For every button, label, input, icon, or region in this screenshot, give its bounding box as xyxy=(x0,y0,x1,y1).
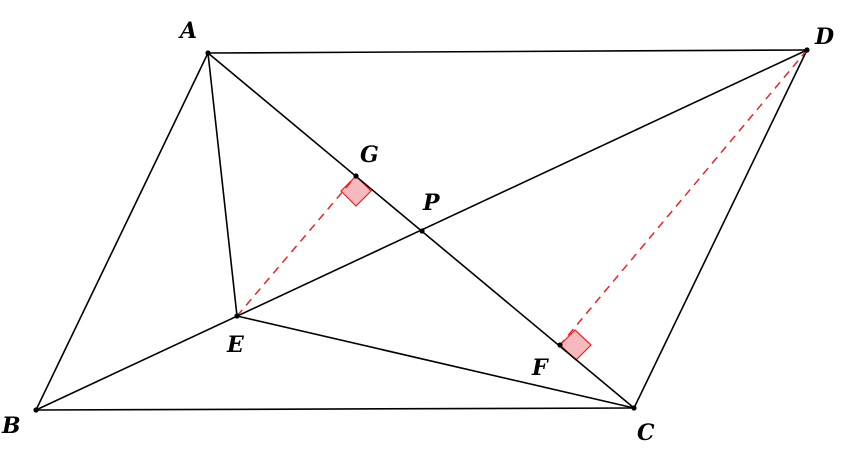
point-c xyxy=(631,405,637,411)
label-e: E xyxy=(226,332,245,358)
label-c: C xyxy=(637,420,655,446)
segment-ab xyxy=(35,52,209,411)
label-b: B xyxy=(1,413,21,439)
point-b xyxy=(33,407,39,413)
segment-ec xyxy=(236,315,635,409)
label-a: A xyxy=(178,18,197,44)
label-g: G xyxy=(360,142,379,168)
point-e xyxy=(234,313,240,319)
perpendicular-df xyxy=(559,49,808,346)
segment-ad xyxy=(207,49,808,54)
label-d: D xyxy=(814,24,834,50)
right-angle-marker-g xyxy=(340,175,372,207)
point-p xyxy=(419,228,425,234)
segment-bc xyxy=(35,407,635,411)
point-d xyxy=(804,47,810,53)
right-angle-marker-f xyxy=(559,329,592,361)
perpendicular-eg xyxy=(236,175,357,317)
label-f: F xyxy=(531,355,549,381)
point-a xyxy=(205,50,211,56)
segment-dc xyxy=(633,49,808,409)
label-p: P xyxy=(422,190,441,216)
segment-ae xyxy=(207,52,238,317)
point-f xyxy=(557,342,563,348)
point-g xyxy=(353,173,359,179)
